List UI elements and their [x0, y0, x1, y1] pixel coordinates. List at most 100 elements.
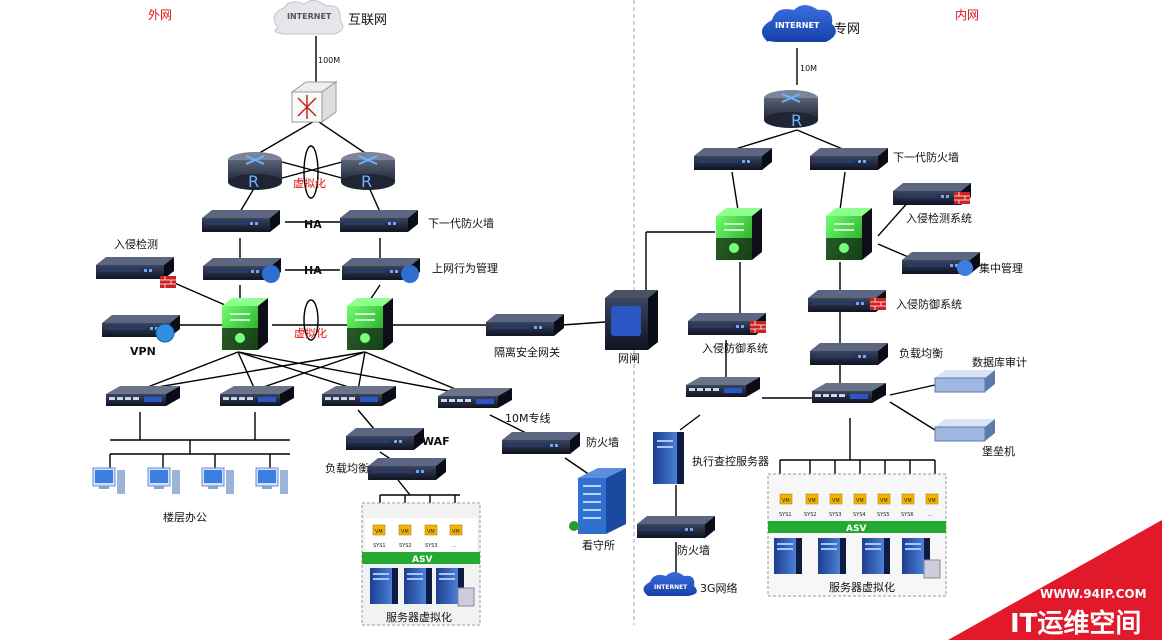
watermark-logo: WWW.94IP.COM IT运维空间: [948, 520, 1162, 640]
floor-office-label: 楼层办公: [163, 510, 207, 524]
central-mgmt-e-icon: [957, 260, 973, 276]
access-switch-3-icon: [322, 386, 396, 406]
dedicated-line-label: 10M专线: [505, 411, 551, 425]
router-left-r: R: [248, 172, 259, 191]
db-audit-label: 数据库审计: [972, 355, 1027, 369]
link-speed-left: 100M: [318, 56, 340, 65]
link-speed-right: 10M: [800, 64, 817, 73]
agg-switch-right-a-icon: [686, 377, 760, 397]
behavior-label: 上网行为管理: [432, 261, 498, 275]
pc-3-icon: [201, 467, 235, 495]
bastion-icon: [934, 419, 995, 442]
svg-text:VM: VM: [375, 529, 383, 535]
ips-left-label: 入侵防御系统: [702, 341, 768, 355]
exec-server-label: 执行查控服务器: [692, 454, 769, 468]
ngfw-right-icon: [340, 210, 418, 232]
server-virt-label-left: 服务器虚拟化: [386, 610, 452, 624]
access-switch-1-icon: [106, 386, 180, 406]
ids-left-icon: [96, 257, 174, 279]
ac-badge-right: [401, 265, 419, 283]
load-balance-label-left: 负载均衡: [325, 461, 369, 475]
server-virt-left: VM VM VM VM SYS1 SYS2 SYS3 ... ASV: [361, 502, 481, 626]
ha-label-1: HA: [304, 218, 322, 231]
svg-text:INTERNET: INTERNET: [287, 12, 332, 21]
pc-4-icon: [255, 467, 289, 495]
gap-label: 网闸: [618, 352, 640, 365]
private-cloud-icon: INTERNET: [761, 5, 836, 42]
gap-device-icon: [605, 290, 658, 350]
db-audit-icon: [934, 370, 995, 393]
svg-text:VM: VM: [832, 498, 840, 504]
isolation-gateway-icon: [486, 314, 564, 336]
svg-text:SYS4: SYS4: [853, 512, 866, 518]
firewall-brick-icon: [159, 275, 177, 289]
ngfw-label-right: 下一代防火墙: [893, 150, 959, 164]
border-router-icon: [290, 81, 338, 123]
ac-badge-left: [262, 265, 280, 283]
firewall-left-icon: [502, 432, 580, 454]
svg-text:INTERNET: INTERNET: [775, 21, 820, 30]
svg-text:SYS1: SYS1: [779, 512, 792, 518]
ips-right-label: 入侵防御系统: [896, 297, 962, 311]
vpn-label: VPN: [130, 345, 156, 358]
load-balance-label-right: 负载均衡: [899, 346, 943, 360]
agg-switch-right-b-icon: [812, 383, 886, 403]
core-router-right-r: R: [791, 111, 802, 130]
isolation-gateway-label: 隔离安全网关: [494, 345, 560, 359]
svg-text:VM: VM: [808, 498, 816, 504]
access-switch-4-icon: [438, 388, 512, 408]
zone-label-outer: 外网: [148, 8, 172, 22]
svg-text:INTERNET: INTERNET: [654, 584, 688, 591]
svg-text:VM: VM: [401, 529, 409, 535]
load-balancer-left-icon: [368, 458, 446, 480]
ids-system-label: 入侵检测系统: [906, 211, 972, 225]
server-virt-label-right: 服务器虚拟化: [829, 580, 895, 594]
core-switch-right-b-icon: [825, 207, 873, 261]
svg-text:VM: VM: [856, 498, 864, 504]
access-switch-2-icon: [220, 386, 294, 406]
svg-text:IT运维空间: IT运维空间: [1010, 608, 1141, 639]
core-switch-left-icon: [221, 297, 269, 351]
svg-text:...: ...: [452, 543, 457, 549]
ngfw-left-icon: [202, 210, 280, 232]
central-mgmt-label: 集中管理: [979, 261, 1023, 275]
virtualization-label-top: 虚拟化: [293, 176, 326, 190]
svg-text:...: ...: [928, 512, 933, 518]
net3g-label: 3G网络: [700, 581, 738, 595]
virtualization-label-mid: 虚拟化: [294, 326, 327, 340]
ngfw-label-left: 下一代防火墙: [428, 216, 494, 230]
ids-label-left: 入侵检测: [114, 237, 158, 251]
svg-text:ASV: ASV: [846, 524, 866, 534]
svg-text:VM: VM: [452, 529, 460, 535]
svg-text:VM: VM: [880, 498, 888, 504]
svg-text:SYS1: SYS1: [373, 543, 386, 549]
virtualization-ellipse-top: [303, 145, 319, 199]
ha-label-2: HA: [304, 264, 322, 277]
bastion-label: 堡垒机: [982, 444, 1015, 458]
firewall-label-right: 防火墙: [677, 543, 710, 557]
svg-text:VM: VM: [904, 498, 912, 504]
svg-text:SYS5: SYS5: [877, 512, 890, 518]
core-switch-right-icon: [346, 297, 394, 351]
net3g-cloud-icon: INTERNET: [643, 572, 697, 596]
pc-1-icon: [92, 467, 126, 495]
server-virt-right: VM VM VM VM VM VM VM SYS1 SYS2 SYS3 SYS4…: [767, 473, 947, 597]
building-icon: [569, 468, 626, 534]
svg-text:SYS3: SYS3: [425, 543, 438, 549]
svg-text:SYS2: SYS2: [804, 512, 817, 518]
firewall-label-left: 防火墙: [586, 435, 619, 449]
pc-2-icon: [147, 467, 181, 495]
svg-text:VM: VM: [782, 498, 790, 504]
internet-cloud-icon: INTERNET: [273, 0, 344, 35]
ngfw-right-b-icon: [810, 148, 888, 170]
svg-text:SYS3: SYS3: [829, 512, 842, 518]
svg-text:SYS6: SYS6: [901, 512, 914, 518]
zone-label-inner: 内网: [955, 8, 979, 22]
ids-system-brick-icon: [953, 191, 971, 205]
core-switch-right-a-icon: [715, 207, 763, 261]
load-balancer-right-icon: [810, 343, 888, 365]
internet-label: 互联网: [348, 13, 387, 28]
waf-device-icon: [346, 428, 424, 450]
ips-left-brick-icon: [749, 320, 767, 334]
ngfw-right-a-icon: [694, 148, 772, 170]
